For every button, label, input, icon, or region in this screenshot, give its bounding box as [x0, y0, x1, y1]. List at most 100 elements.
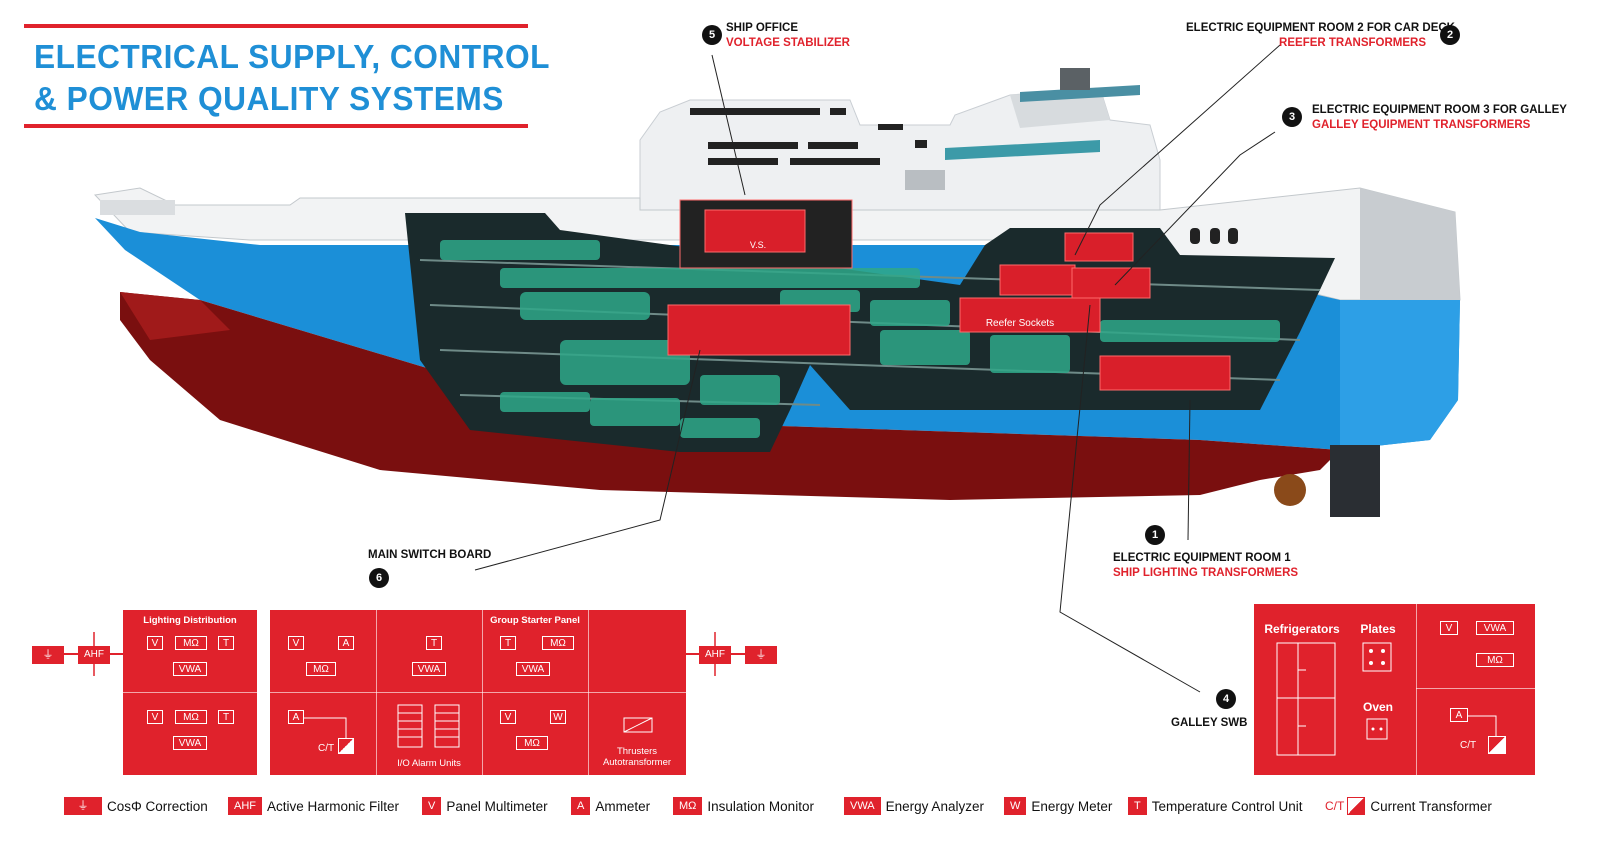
voltmeter-tag: V [147, 710, 163, 724]
energy-analyzer-tag: VWA [412, 662, 446, 676]
legend-item-current-transformer: C/T Current Transformer [1325, 797, 1492, 815]
legend-item-temperature: T Temperature Control Unit [1128, 797, 1303, 815]
callout-title: SHIP OFFICE [726, 22, 798, 34]
energy-analyzer-tag: VWA [516, 662, 550, 676]
callout-number-5: 5 [702, 25, 722, 45]
legend-text: Panel Multimeter [446, 798, 548, 814]
callout-equipment-room-3: ELECTRIC EQUIPMENT ROOM 3 FOR GALLEY GAL… [1312, 103, 1567, 133]
legend-text: Ammeter [595, 798, 651, 814]
temperature-tag: T [426, 636, 442, 650]
title-line-1: ELECTRICAL SUPPLY, CONTROL [34, 38, 550, 75]
ahf-block-right: AHF [699, 646, 731, 664]
plates-icon [1362, 642, 1392, 672]
callout-title: ELECTRIC EQUIPMENT ROOM 2 FOR CAR DECK [1186, 22, 1455, 34]
io-alarm-units-icon [397, 704, 460, 748]
thrusters-label: Thrusters [616, 746, 658, 757]
cosphi-correction-icon: ⏚ [64, 797, 102, 815]
insulation-tag: MΩ [175, 710, 207, 724]
callout-title: MAIN SWITCH BOARD [368, 549, 492, 561]
vs-label: V.S. [750, 240, 766, 250]
energy-meter-symbol: W [1004, 797, 1027, 815]
callout-number-3: 3 [1282, 107, 1302, 127]
voltmeter-tag: V [1440, 621, 1458, 635]
temperature-tag: T [218, 710, 234, 724]
plates-label: Plates [1360, 622, 1396, 636]
current-transformer-icon [338, 738, 354, 754]
panel-title: Lighting Distribution [143, 615, 237, 626]
legend-text: Energy Meter [1031, 798, 1113, 814]
legend-item-cosphi: ⏚ CosΦ Correction [64, 797, 208, 815]
legend-item-ammeter: A Ammeter [571, 797, 650, 815]
legend-text: Temperature Control Unit [1151, 798, 1303, 814]
callout-equipment-room-2: ELECTRIC EQUIPMENT ROOM 2 FOR CAR DECK R… [1186, 21, 1455, 51]
current-transformer-icon [1347, 797, 1366, 815]
cosphi-correction-icon: ⏚ [32, 646, 64, 664]
energy-analyzer-tag: VWA [173, 736, 207, 750]
current-transformer-icon [1488, 736, 1506, 754]
insulation-tag: MΩ [1476, 653, 1514, 667]
temperature-tag: T [500, 636, 516, 650]
legend-text: Insulation Monitor [707, 798, 814, 814]
voltmeter-symbol: V [422, 797, 442, 815]
ct-symbol-label: C/T [1325, 799, 1345, 813]
legend-item-insulation: MΩ Insulation Monitor [673, 797, 814, 815]
ammeter-symbol: A [571, 797, 591, 815]
callout-subtitle: VOLTAGE STABILIZER [726, 37, 850, 49]
reefer-sockets-label: Reefer Sockets [986, 318, 1054, 329]
lighting-distribution-panel: Lighting Distribution V MΩ T VWA V MΩ T … [123, 610, 257, 775]
energy-analyzer-tag: VWA [173, 662, 207, 676]
temperature-symbol: T [1128, 797, 1147, 815]
callout-title: ELECTRIC EQUIPMENT ROOM 3 FOR GALLEY [1312, 104, 1567, 116]
insulation-tag: MΩ [306, 662, 336, 676]
lower-hull [120, 292, 1340, 500]
insulation-tag: MΩ [516, 736, 548, 750]
energy-analyzer-tag: VWA [1476, 621, 1514, 635]
callout-number-6: 6 [369, 568, 389, 588]
voltmeter-tag: V [500, 710, 516, 724]
callout-ship-office: SHIP OFFICE VOLTAGE STABILIZER [726, 21, 850, 51]
callout-equipment-room-1: ELECTRIC EQUIPMENT ROOM 1 SHIP LIGHTING … [1113, 551, 1298, 581]
ammeter-tag: A [1450, 708, 1468, 722]
insulation-tag: MΩ [175, 636, 207, 650]
insulation-tag: MΩ [542, 636, 574, 650]
callout-number-2: 2 [1440, 25, 1460, 45]
legend-text: Energy Analyzer [885, 798, 984, 814]
callout-subtitle: GALLEY EQUIPMENT TRANSFORMERS [1312, 119, 1531, 131]
autotransformer-icon [623, 717, 653, 733]
legend-text: Current Transformer [1370, 798, 1492, 814]
ammeter-tag: A [338, 636, 354, 650]
main-switchboard-panel: V A MΩ T VWA Group Starter Panel T MΩ VW… [270, 610, 686, 775]
ammeter-tag: A [288, 710, 304, 724]
legend-item-energy-analyzer: VWA Energy Analyzer [844, 797, 984, 815]
diagram-title: ELECTRICAL SUPPLY, CONTROL & POWER QUALI… [24, 24, 549, 130]
callout-subtitle: REEFER TRANSFORMERS [1279, 37, 1426, 49]
oven-label: Oven [1362, 700, 1393, 714]
title-line-2: & POWER QUALITY SYSTEMS [34, 80, 504, 117]
refrigerator-icon [1276, 642, 1336, 756]
callout-number-4: 4 [1216, 689, 1236, 709]
voltmeter-tag: V [147, 636, 163, 650]
legend-item-voltmeter: V Panel Multimeter [422, 797, 548, 815]
temperature-tag: T [218, 636, 234, 650]
callout-title: GALLEY SWB [1171, 717, 1248, 729]
group-starter-title: Group Starter Panel [490, 615, 580, 626]
ct-label: C/T [1460, 740, 1477, 751]
refrigerators-label: Refrigerators [1264, 622, 1340, 636]
callout-subtitle: SHIP LIGHTING TRANSFORMERS [1113, 567, 1299, 579]
voltmeter-tag: V [288, 636, 304, 650]
energy-meter-tag: W [550, 710, 566, 724]
io-alarm-label: I/O Alarm Units [397, 758, 461, 769]
autotransformer-label: Autotransformer [602, 757, 672, 768]
legend-text: Active Harmonic Filter [267, 798, 400, 814]
insulation-symbol: MΩ [673, 797, 703, 815]
oven-icon [1366, 718, 1388, 740]
cosphi-correction-icon: ⏚ [745, 646, 777, 664]
callout-number-1: 1 [1145, 525, 1165, 545]
ahf-block-left: AHF [78, 646, 110, 664]
ct-label: C/T [318, 743, 335, 754]
callout-title: ELECTRIC EQUIPMENT ROOM 1 [1113, 552, 1291, 564]
callout-galley-swb: GALLEY SWB [1171, 716, 1247, 731]
legend-item-energy-meter: W Energy Meter [1004, 797, 1112, 815]
legend-item-ahf: AHF Active Harmonic Filter [228, 797, 399, 815]
